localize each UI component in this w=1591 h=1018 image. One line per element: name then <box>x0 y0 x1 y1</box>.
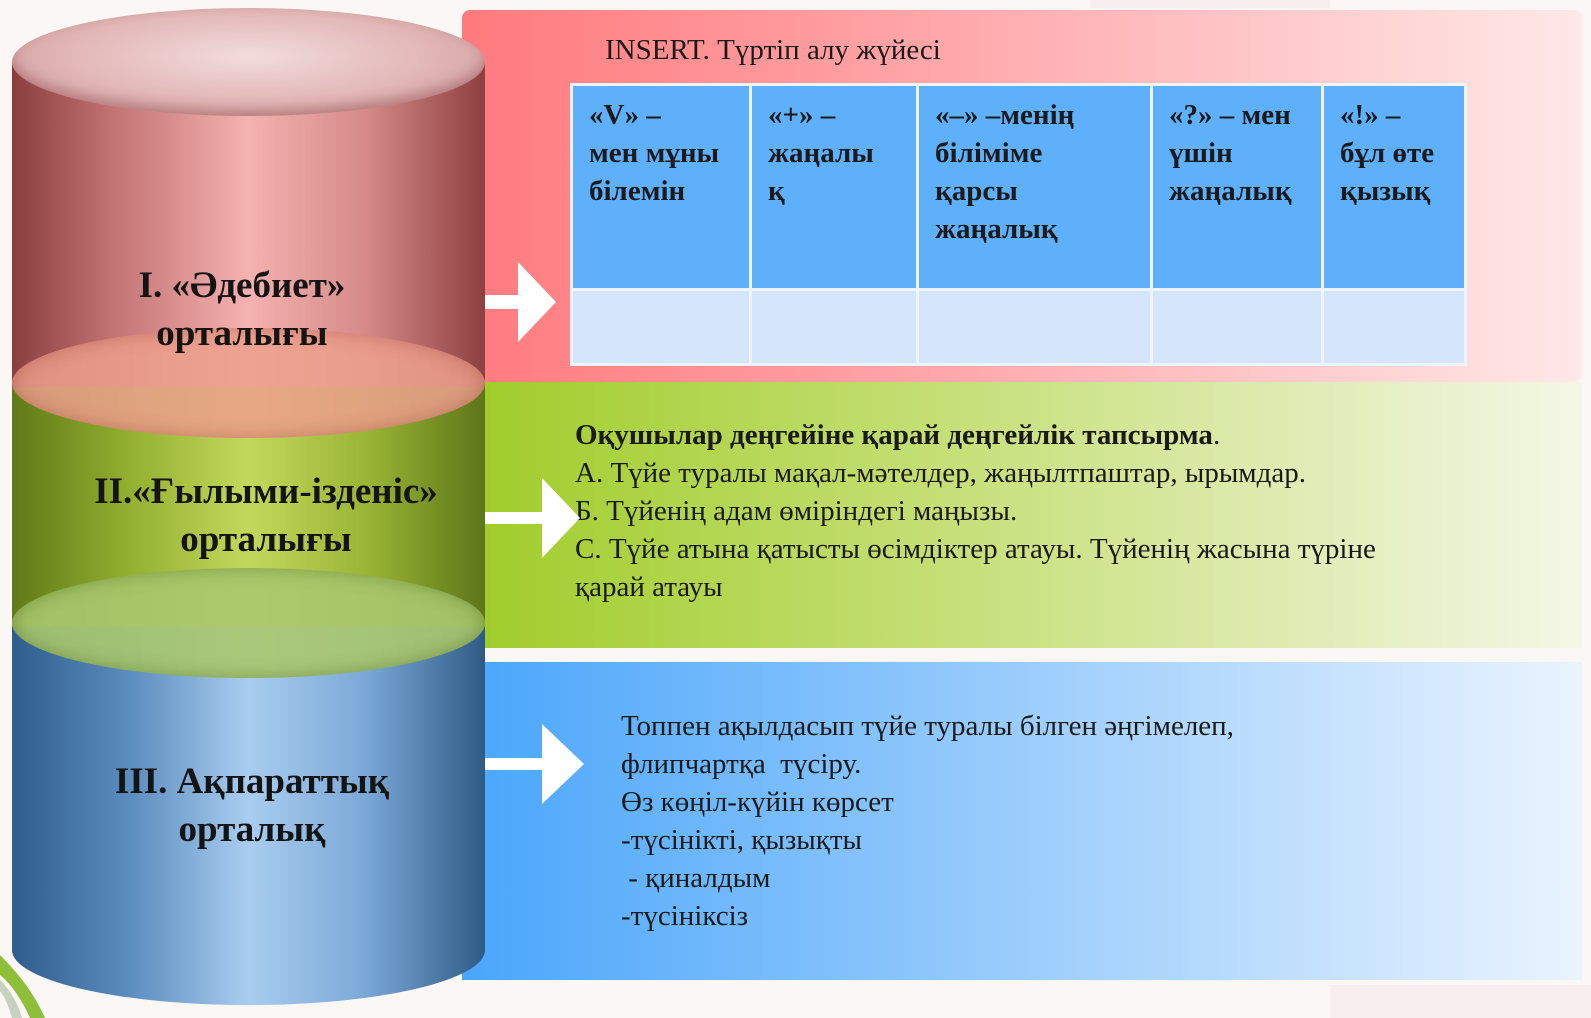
insert-empty-cell <box>749 288 919 366</box>
insert-title: INSERT. Түртіп алу жүйесі <box>605 34 941 66</box>
background-tile <box>1330 985 1591 1018</box>
header-text: мен мұны <box>589 137 720 169</box>
insert-empty-cell <box>570 288 752 366</box>
header-text: «?» – мен <box>1169 99 1291 131</box>
insert-empty-row <box>570 288 1467 366</box>
insert-header-cell: «–» –менің біліміме қарсы жаңалық <box>916 83 1153 291</box>
header-text: қызық <box>1340 175 1431 207</box>
task-line: қарай атауы <box>575 571 723 603</box>
header-text: «!» – <box>1340 99 1401 131</box>
header-text: үшін <box>1169 137 1233 169</box>
insert-empty-cell <box>916 288 1153 366</box>
segment-label-line: орталық <box>178 809 326 850</box>
segment-label-science: II.«Ғылыми-ізденіс» орталығы <box>12 468 520 564</box>
info-line: -түсініксіз <box>621 900 749 932</box>
info-line: - қиналдым <box>621 862 771 894</box>
header-text: біліміме <box>935 137 1043 169</box>
segment-label-line: II.«Ғылыми-ізденіс» <box>94 471 438 512</box>
header-text: «+» – <box>768 99 836 131</box>
insert-header-cell: «!» – бұл өте қызық <box>1321 83 1467 291</box>
tasks-heading-end: . <box>1212 419 1221 451</box>
header-text: жаңалы <box>768 137 874 169</box>
segment-label-line: III. Ақпараттық <box>114 761 390 802</box>
info-panel <box>462 662 1582 980</box>
header-text: қ <box>768 175 785 207</box>
task-line: С. Түйе атына қатысты өсімдіктер атауы. … <box>575 533 1376 565</box>
cylinder-top <box>12 8 485 116</box>
tasks-heading: Оқушылар деңгейіне қарай деңгейлік тапсы… <box>575 419 1213 451</box>
background-tile <box>1090 0 1330 8</box>
segment-label-line: орталығы <box>180 519 352 560</box>
cylinder-band <box>12 568 485 678</box>
tasks-panel <box>462 382 1582 648</box>
header-text: білемін <box>589 175 686 207</box>
task-line: Б. Түйенің адам өміріндегі маңызы. <box>575 495 1018 527</box>
insert-header-cell: «?» – мен үшін жаңалық <box>1150 83 1324 291</box>
header-text: «–» –менің <box>935 99 1075 131</box>
info-line: -түсінікті, қызықты <box>621 824 863 856</box>
segment-label-literature: I. «Әдебиет» орталығы <box>12 262 472 358</box>
task-line: А. Түйе туралы мақал-мәтелдер, жаңылтпаш… <box>575 457 1307 489</box>
header-text: жаңалық <box>1169 175 1292 207</box>
insert-empty-cell <box>1150 288 1324 366</box>
insert-table: «V» – мен мұны білемін «+» – жаңалы қ «–… <box>570 83 1467 366</box>
segment-label-info: III. Ақпараттық орталық <box>12 758 492 854</box>
header-text: бұл өте <box>1340 137 1435 169</box>
info-line: флипчартқа түсіру. <box>621 748 862 780</box>
insert-header-cell: «+» – жаңалы қ <box>749 83 919 291</box>
tasks-text: Оқушылар деңгейіне қарай деңгейлік тапсы… <box>575 416 1475 606</box>
segment-label-line: I. «Әдебиет» <box>138 265 346 306</box>
segment-label-line: орталығы <box>156 313 328 354</box>
insert-header-row: «V» – мен мұны білемін «+» – жаңалы қ «–… <box>570 83 1467 291</box>
header-text: қарсы <box>935 175 1018 207</box>
arrow-right-icon <box>484 724 584 804</box>
arrow-right-icon <box>484 478 580 558</box>
insert-header-cell: «V» – мен мұны білемін <box>570 83 752 291</box>
decorative-swoosh <box>0 955 45 1018</box>
arrow-right-icon <box>484 262 556 342</box>
cylinder-bottom <box>12 895 485 1005</box>
cylinder-band <box>12 328 485 438</box>
info-line: Өз көңіл-күйін көрсет <box>621 786 894 818</box>
insert-empty-cell <box>1321 288 1467 366</box>
info-text: Топпен ақылдасып түйе туралы білген әңгі… <box>621 707 1421 935</box>
header-text: жаңалық <box>935 213 1058 245</box>
header-text: «V» – <box>589 99 661 131</box>
info-line: Топпен ақылдасып түйе туралы білген әңгі… <box>621 710 1234 742</box>
